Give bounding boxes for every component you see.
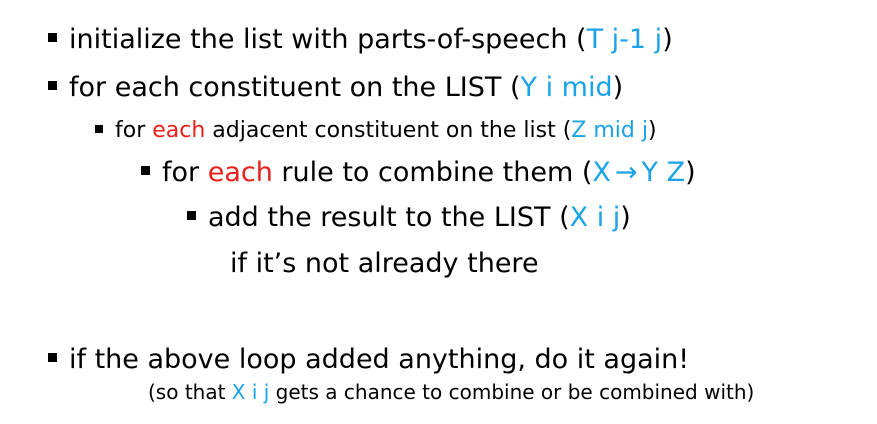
close-paren: ) <box>662 24 673 55</box>
close-paren: ) <box>612 72 624 103</box>
bullet-item-for-each-constituent: for each constituent on the LIST (Y i mi… <box>48 74 623 101</box>
line-text: initialize the list with parts-of-speech… <box>69 24 587 55</box>
variable-x: X <box>592 157 611 188</box>
close-paren: ) <box>685 157 696 188</box>
note-line: (so that X i j gets a chance to combine … <box>148 382 754 402</box>
line-text: adjacent constituent on the list ( <box>205 118 572 143</box>
note-pre: (so that <box>148 380 232 404</box>
bullet-item-repeat-loop: if the above loop added anything, do it … <box>48 346 689 373</box>
line-pre: for <box>115 118 153 143</box>
variable-yz: Y Z <box>641 157 686 188</box>
variable-span: T j-1 j <box>586 24 663 55</box>
line-pre: for <box>162 157 208 188</box>
line-text: if the above loop added anything, do it … <box>69 344 690 375</box>
line-text: if it’s not already there <box>230 248 539 279</box>
note-text: gets a chance to combine or be combined … <box>269 380 755 404</box>
line-text: rule to combine them ( <box>272 157 593 188</box>
square-bullet-icon <box>141 166 150 175</box>
right-arrow-icon: → <box>614 157 638 188</box>
variable-span: X i j <box>569 202 621 233</box>
bullet-item-for-each-adjacent: for each adjacent constituent on the lis… <box>95 120 657 142</box>
variable-span: Z mid j <box>571 118 648 143</box>
square-bullet-icon <box>48 353 57 362</box>
continuation-line: if it’s not already there <box>230 250 539 277</box>
square-bullet-icon <box>95 125 103 133</box>
line-text: for each constituent on the LIST ( <box>69 72 521 103</box>
square-bullet-icon <box>48 81 57 90</box>
line-text: add the result to the LIST ( <box>208 202 570 233</box>
close-paren: ) <box>620 202 631 233</box>
square-bullet-icon <box>48 33 57 42</box>
variable-span: Y i mid <box>520 72 613 103</box>
bullet-item-for-each-rule: for each rule to combine them (X→Y Z) <box>141 159 696 186</box>
bullet-item-add-result: add the result to the LIST (X i j) <box>187 204 631 231</box>
square-bullet-icon <box>187 211 196 220</box>
highlight-word: each <box>207 157 273 188</box>
close-paren: ) <box>647 118 657 143</box>
bullet-item-initialize: initialize the list with parts-of-speech… <box>48 26 673 53</box>
variable-span: X i j <box>231 380 270 404</box>
highlight-word: each <box>152 118 206 143</box>
